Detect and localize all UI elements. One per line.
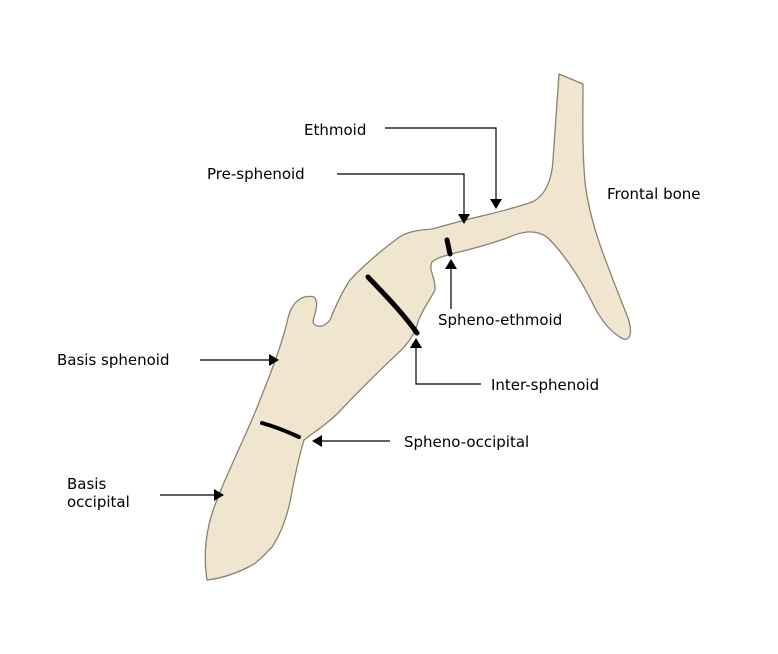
- label-basis-sphenoid: Basis sphenoid: [57, 351, 170, 369]
- label-pre-sphenoid: Pre-sphenoid: [207, 165, 305, 183]
- spheno-ethmoid-arrowhead: [445, 259, 457, 269]
- spheno-ethmoid-suture: [444, 237, 453, 257]
- spheno-occipital-arrowhead: [312, 435, 322, 447]
- ethmoid-arrowhead: [490, 199, 502, 209]
- label-spheno-ethmoid: Spheno-ethmoid: [438, 311, 562, 329]
- ethmoid-leader-line: [385, 127, 497, 200]
- inter-sphenoid-suture: [365, 274, 420, 336]
- label-ethmoid: Ethmoid: [304, 121, 366, 139]
- basis-occipital-arrowhead: [214, 489, 224, 501]
- cranial-base-bone-shape: [204, 73, 632, 581]
- label-spheno-occipital: Spheno-occipital: [404, 433, 529, 451]
- inter-sphenoid-leader-line: [415, 347, 481, 385]
- label-basis-occipital-line1: Basis: [67, 475, 106, 493]
- basis-sphenoid-arrowhead: [269, 354, 279, 366]
- label-basis-occipital: Basis occipital: [67, 475, 130, 511]
- label-inter-sphenoid: Inter-sphenoid: [491, 376, 599, 394]
- inter-sphenoid-arrowhead: [410, 338, 422, 348]
- label-basis-occipital-line2: occipital: [67, 493, 130, 511]
- pre-sphenoid-arrowhead: [458, 214, 470, 224]
- pre-sphenoid-leader-line: [337, 173, 465, 215]
- label-frontal-bone: Frontal bone: [607, 185, 701, 203]
- spheno-occipital-suture: [260, 421, 301, 439]
